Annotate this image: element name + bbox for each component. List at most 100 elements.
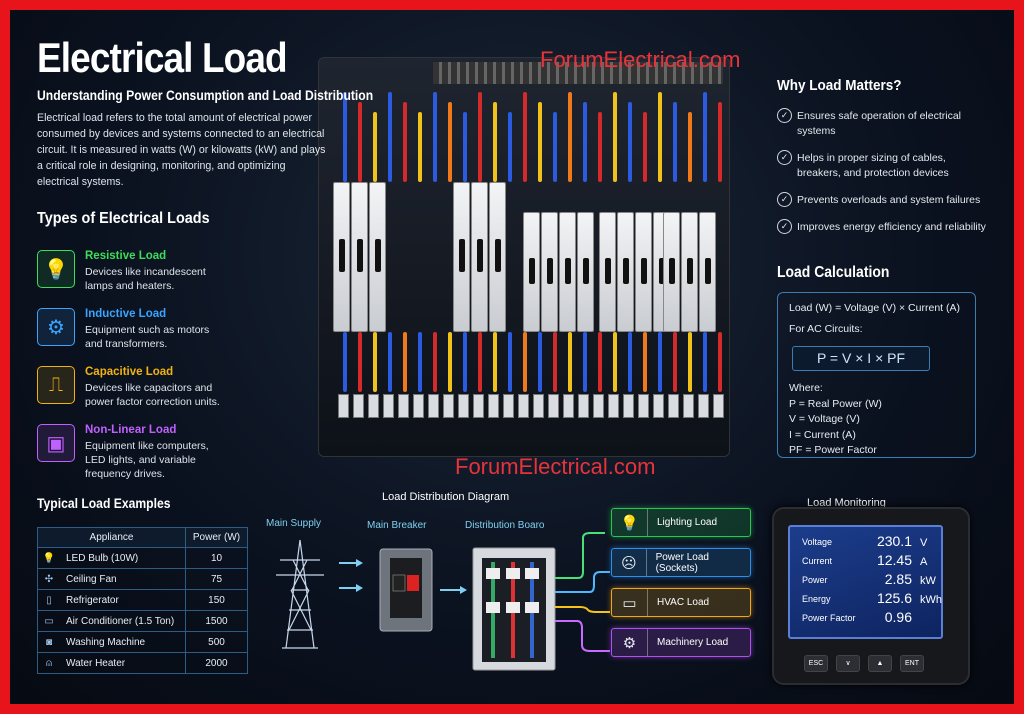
reading-label: Energy xyxy=(802,594,831,604)
waveform-icon: ⎍ xyxy=(37,366,75,404)
wire xyxy=(358,332,362,392)
load-box: ☹Power Load (Sockets) xyxy=(611,548,751,577)
appliance-name: Air Conditioner (1.5 Ton) xyxy=(66,615,175,627)
terminal-block xyxy=(578,394,589,418)
enter-button[interactable]: ENT xyxy=(900,655,924,672)
load-type-desc: Devices like incandescent lamps and heat… xyxy=(85,266,206,292)
main-supply-label: Main Supply xyxy=(266,518,322,529)
chip-icon: ▣ xyxy=(37,424,75,462)
wire xyxy=(388,332,392,392)
esc-button[interactable]: ESC xyxy=(804,655,828,672)
terminal-block xyxy=(638,394,649,418)
calc-def: P = Real Power (W) xyxy=(789,397,882,410)
reading-label: Power Factor xyxy=(802,613,856,623)
circuit-breaker xyxy=(333,182,350,332)
wire xyxy=(613,92,617,182)
circuit-breaker xyxy=(663,212,680,332)
arrow-icon xyxy=(339,562,360,589)
circuit-breaker xyxy=(471,182,488,332)
load-type-desc: Equipment such as motors and transformer… xyxy=(85,324,210,350)
power-cell: 500 xyxy=(185,631,248,653)
load-label: Power Load (Sockets) xyxy=(655,551,709,574)
down-button[interactable]: ∨ xyxy=(836,655,860,672)
motor-icon: ⚙ xyxy=(612,629,648,656)
reading-unit: V xyxy=(920,537,928,549)
calc-where: Where: xyxy=(789,382,823,394)
breaker-toggle xyxy=(528,257,535,284)
up-button[interactable]: ▲ xyxy=(868,655,892,672)
distribution-diagram-graphics xyxy=(276,532,610,671)
busbar xyxy=(433,62,723,84)
terminal-block xyxy=(698,394,709,418)
load-type-name: Non-Linear Load xyxy=(85,424,177,436)
appliance-name: Water Heater xyxy=(66,657,126,669)
appliance-cell: ◙Washing Machine xyxy=(37,631,186,653)
wire xyxy=(403,332,407,392)
wire xyxy=(508,112,512,182)
wire xyxy=(643,112,647,182)
watermark-top: ForumElectrical.com xyxy=(540,47,741,72)
breaker-toggle xyxy=(686,257,693,284)
wire xyxy=(673,102,677,182)
circuit-breaker xyxy=(699,212,716,332)
wire xyxy=(388,92,392,182)
table-row: 💡LED Bulb (10W)10 xyxy=(37,547,248,569)
appliance-cell: ▯Refrigerator xyxy=(37,589,186,611)
appliance-cell: ▭Air Conditioner (1.5 Ton) xyxy=(37,610,186,632)
wire xyxy=(463,112,467,182)
circuit-breaker xyxy=(489,182,506,332)
examples-title: Typical Load Examples xyxy=(37,496,171,511)
terminal-block xyxy=(413,394,424,418)
load-label: Lighting Load xyxy=(657,517,718,528)
wire xyxy=(658,332,662,392)
reading-label: Voltage xyxy=(802,537,833,547)
terminal-block xyxy=(668,394,679,418)
appliance-name: LED Bulb (10W) xyxy=(66,552,139,564)
terminal-block xyxy=(503,394,514,418)
breaker-toggle xyxy=(494,239,501,272)
wire xyxy=(703,332,707,392)
why-item: Prevents overloads and system failures xyxy=(777,192,992,208)
wire xyxy=(448,102,452,182)
wire xyxy=(523,332,527,392)
wire xyxy=(613,332,617,392)
page-subtitle: Understanding Power Consumption and Load… xyxy=(37,88,374,103)
column-header: Power (W) xyxy=(185,527,248,548)
wire xyxy=(688,112,692,182)
terminal-block xyxy=(683,394,694,418)
terminal-block xyxy=(383,394,394,418)
wire xyxy=(418,112,422,182)
circuit-breaker xyxy=(559,212,576,332)
wire xyxy=(568,332,572,392)
load-box: 💡Lighting Load xyxy=(611,508,751,537)
main-breaker-label: Main Breaker xyxy=(367,520,427,531)
appliance-name: Washing Machine xyxy=(66,636,146,648)
circuit-breaker xyxy=(635,212,652,332)
reading-unit: A xyxy=(920,556,928,568)
terminal-block xyxy=(338,394,349,418)
breaker-toggle xyxy=(604,257,611,284)
breaker-toggle xyxy=(658,257,665,284)
circuit-breaker xyxy=(369,182,386,332)
appliance-cell: ✣ Ceiling Fan xyxy=(37,568,186,590)
fan-icon: ✣ xyxy=(44,573,54,585)
breaker-toggle xyxy=(668,257,675,284)
reading-value: 125.6 xyxy=(876,590,912,606)
terminal-block xyxy=(563,394,574,418)
wire xyxy=(583,102,587,182)
connector-lighting xyxy=(555,532,605,579)
appliance-name: Ceiling Fan xyxy=(66,573,117,585)
wire xyxy=(523,92,527,182)
why-item: Improves energy efficiency and reliabili… xyxy=(777,219,992,235)
wire xyxy=(448,332,452,392)
